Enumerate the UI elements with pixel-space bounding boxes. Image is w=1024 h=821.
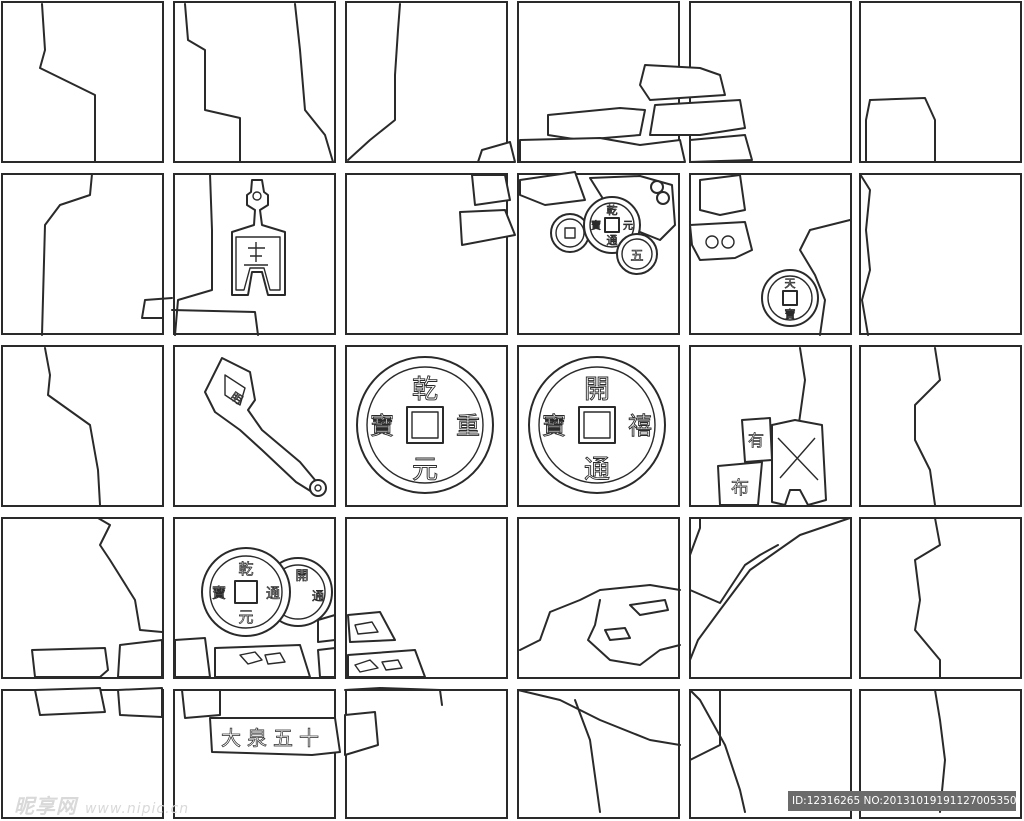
- grid-tile: [173, 1, 336, 163]
- watermark-brand: 昵享网 www.nipic.cn: [14, 790, 189, 819]
- fragment-char-a: 有: [748, 431, 764, 450]
- grid-tile: [689, 517, 852, 679]
- grid-tile: [517, 517, 680, 679]
- coin-upper-small-left: [550, 213, 590, 253]
- tiny-coin-pair: [705, 235, 735, 249]
- coin-char-left: 寶: [212, 586, 226, 602]
- grid-tile: [345, 1, 508, 163]
- grid-tile: [859, 173, 1022, 335]
- spade-coin: [231, 179, 286, 296]
- coin-char-top: 開: [584, 375, 610, 405]
- coin-char-right: 通: [312, 589, 324, 603]
- coin-char-top: 天: [785, 277, 796, 290]
- coin-char-left: 寶: [370, 412, 394, 440]
- coin-char-right: 通: [266, 586, 280, 602]
- coin-char-top: 乾: [238, 560, 253, 578]
- coin-center-right: 開 通 寶 禧: [528, 356, 666, 494]
- coin-upper-right: 天 寶: [761, 269, 819, 327]
- grid-tile: [859, 517, 1022, 679]
- rock-shapes-top: [459, 64, 753, 261]
- coin-char-top: 乾: [607, 204, 618, 217]
- coin-char: 五: [630, 249, 643, 264]
- grid-tile: [859, 345, 1022, 507]
- grid-tile: [1, 173, 164, 335]
- coin-char-left: 寶: [591, 219, 601, 232]
- coin-char-right: 禧: [628, 412, 652, 440]
- grid-tile: [1, 1, 164, 163]
- coin-char-bottom: 通: [607, 234, 618, 247]
- grid-tile: [345, 517, 508, 679]
- coin-center-left: 乾 元 寶 重: [356, 356, 494, 494]
- fragment-char-b: 布: [731, 478, 749, 499]
- bottom-strip-inscription: 大泉五十: [221, 726, 325, 750]
- coin-char-left: 寶: [542, 412, 566, 440]
- grid-tile: [345, 689, 508, 819]
- outline-landscape: [39, 3, 946, 813]
- coin-char-right: 重: [456, 412, 480, 440]
- coin-tiny: [650, 180, 670, 205]
- watermark-url: www.nipic.cn: [84, 801, 190, 817]
- vessel-fragment: 有 布: [717, 417, 827, 506]
- coin-char-bottom: 元: [412, 455, 438, 485]
- coin-char-right: 元: [623, 221, 633, 232]
- coin-char-bottom: 寶: [785, 307, 796, 321]
- knife-coin: 明: [204, 357, 327, 497]
- rock-shapes-lower: 大泉五十: [31, 611, 426, 756]
- coin-char-top: 乾: [412, 375, 438, 405]
- coin-upper-small-right: 五: [616, 233, 658, 275]
- watermark-id-badge: ID:12316265 NO:20131019191127005350: [788, 791, 1016, 811]
- coin-char-top: 開: [295, 569, 308, 584]
- coin-char-bottom: 元: [238, 608, 253, 626]
- coin-char-bottom: 通: [584, 455, 610, 485]
- watermark-brand-name: 昵享网: [14, 794, 77, 818]
- grid-tile: [859, 1, 1022, 163]
- grid-tile: [1, 345, 164, 507]
- coin-lower-left-front: 乾 元 寶 通: [201, 547, 291, 637]
